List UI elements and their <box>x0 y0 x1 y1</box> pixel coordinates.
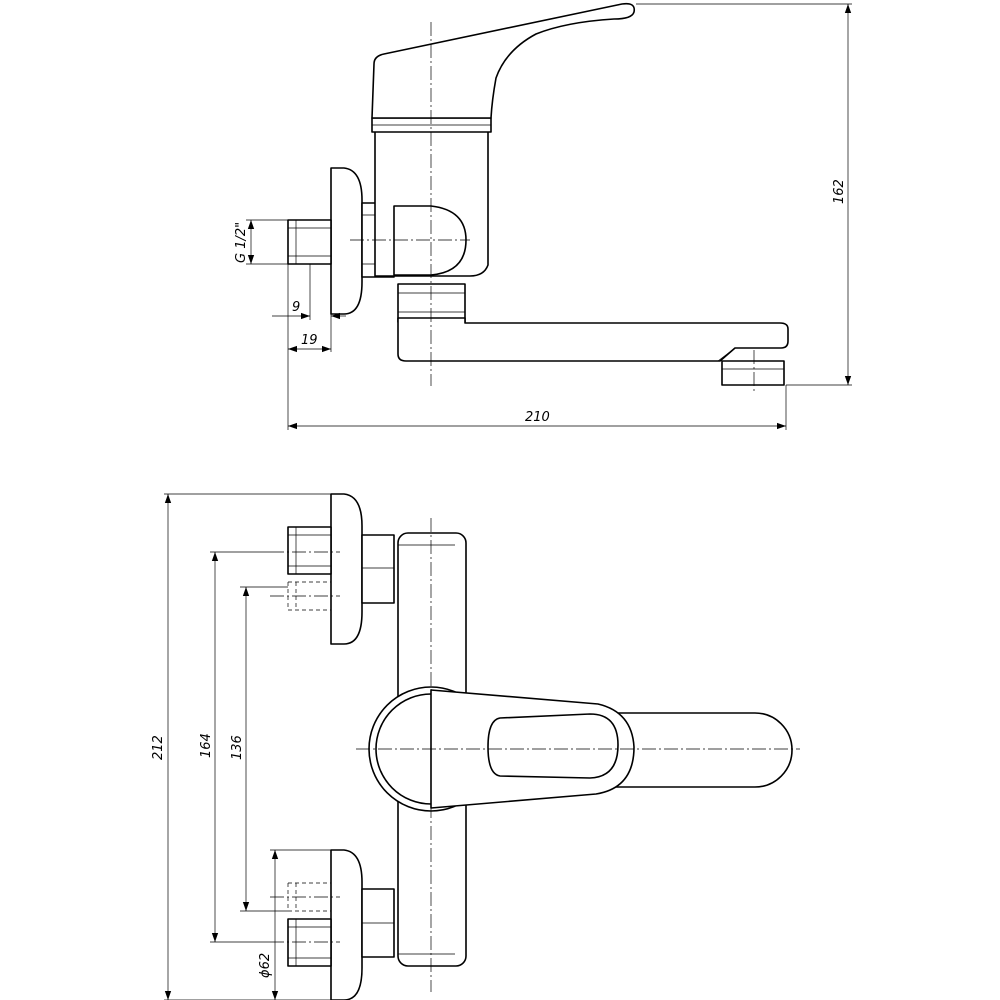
side-wall-rosette <box>330 167 363 315</box>
side-spout-collar <box>397 283 466 323</box>
dim-9-label: 9 <box>292 300 300 315</box>
dim-19: 19 <box>287 264 332 430</box>
dim-d62-label: ϕ62 <box>258 953 273 978</box>
front-bottom-nut <box>361 888 395 958</box>
dim-164-label: 164 <box>199 733 214 758</box>
side-view: G 1/2" 9 19 210 162 <box>234 2 852 430</box>
dim-136: 136 <box>230 586 288 912</box>
side-spout <box>397 317 789 362</box>
dim-162-label: 162 <box>832 179 847 204</box>
side-cartridge-ring <box>371 117 492 133</box>
side-inlet-thread <box>287 219 332 265</box>
front-view: 212 164 136 ϕ62 <box>151 493 800 1000</box>
front-top-thread <box>287 526 332 611</box>
side-inlet-dome <box>393 205 467 276</box>
dim-164: 164 <box>199 551 270 943</box>
dim-d62: ϕ62 <box>258 849 340 1000</box>
side-aerator <box>721 360 785 386</box>
dim-136-label: 136 <box>230 735 245 760</box>
front-lever-slot <box>487 713 619 779</box>
dim-210: 210 <box>288 385 787 430</box>
dim-212: 212 <box>151 493 336 1000</box>
front-bottom-thread <box>287 882 332 967</box>
dim-thread: G 1/2" <box>234 219 288 265</box>
front-top-rosette <box>330 493 363 645</box>
dim-162: 162 <box>636 3 852 386</box>
front-top-nut <box>361 534 395 604</box>
dim-thread-label: G 1/2" <box>234 222 249 263</box>
side-lever-handle <box>371 2 636 119</box>
front-spout-arm <box>589 712 793 788</box>
dim-210-label: 210 <box>525 410 550 425</box>
front-bottom-rosette <box>330 849 363 1000</box>
dim-212-label: 212 <box>151 735 166 760</box>
dim-19-label: 19 <box>301 333 318 348</box>
dim-9: 9 <box>272 264 346 320</box>
